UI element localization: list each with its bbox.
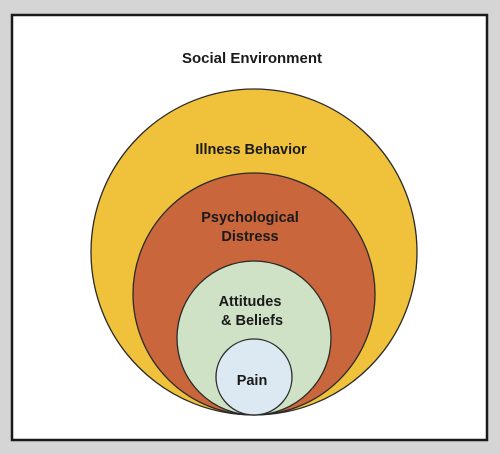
psychological-distress-label-line-2: Distress: [221, 229, 278, 245]
attitudes-beliefs-label: Attitudes & Beliefs: [219, 294, 286, 329]
psychological-distress-label: Psychological Distress: [201, 210, 303, 245]
social-environment-label: Social Environment: [182, 50, 322, 67]
attitudes-beliefs-label-line-2: & Beliefs: [221, 313, 283, 329]
psychological-distress-label-line-1: Psychological: [201, 210, 299, 226]
pain-circle: [215, 338, 293, 416]
attitudes-beliefs-label-line-1: Attitudes: [219, 294, 282, 310]
illness-behavior-label: Illness Behavior: [195, 142, 307, 158]
pain-label: Pain: [237, 373, 268, 389]
